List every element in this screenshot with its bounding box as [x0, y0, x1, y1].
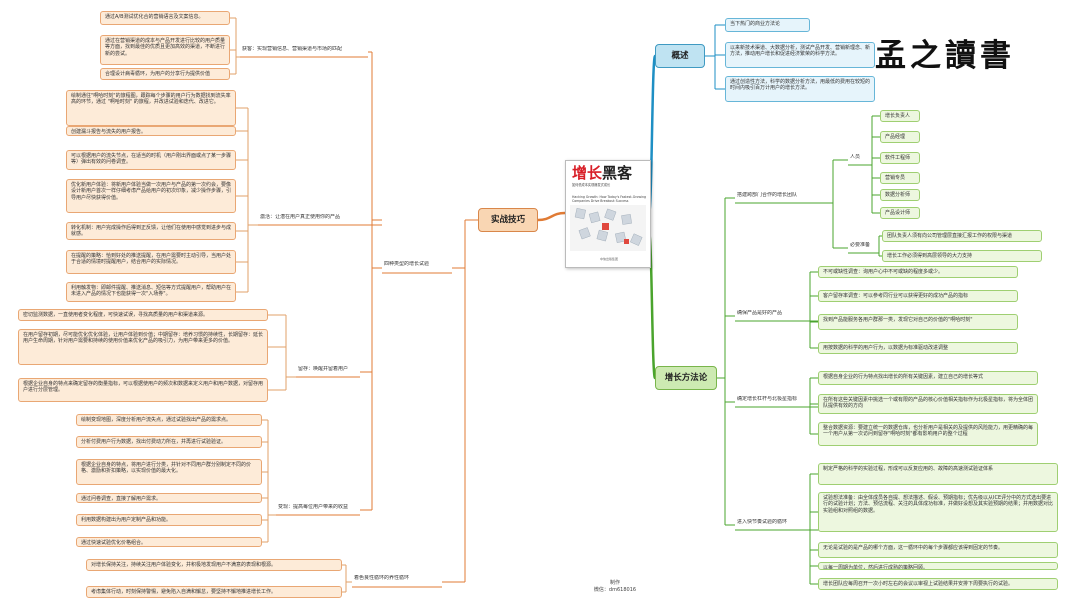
metric-item: 在所有这些关键因素中挑选一个或有限的产品的核心价值相关指标作为北极星指标，将为全… — [818, 394, 1038, 414]
activation-item: 利用触发物：即邮件提醒、推送消息、短信等方式提醒用户，帮助用户在未进入产品的情况… — [66, 282, 236, 302]
person-role: 增长负责人 — [880, 110, 920, 122]
person-role: 软件工程师 — [880, 152, 920, 164]
activation-item: 绘制通往"啊哈时刻"的旅程图，跟踪每个步骤的用户行为数据找到流失率高的环节，通过… — [66, 90, 236, 126]
activation-item: 可以根据用户的流失节点，在适当的时机（用户刚出界面或点了某一步骤等）弹出有效的问… — [66, 150, 236, 170]
overview-item: 通过创造性方法，科学的数据分析方法，用最低的费用在较短的时间内吸引百万计用户的增… — [725, 76, 875, 102]
activation-item: 优化新用户体验：将新用户体验当做一次用户与产品的第一次约会，要像设计新用户首次一… — [66, 179, 236, 213]
prereq-item: 团队负责人须有向公司管理层直接汇报工作的权限与渠道 — [882, 230, 1042, 242]
loop-item: 以每一周期为单位，然后进行成熟的策略回顾。 — [818, 562, 1058, 570]
experiment-loop-branch: 进入快节奏试验的循环 — [737, 519, 788, 525]
product-item: 客户留存率调查：可以参考同行业可以获得更好的成功产品的指标 — [818, 290, 1018, 302]
book-title-black: 黑客 — [602, 164, 633, 182]
growth-method-branch: 增长方法论 — [655, 366, 717, 390]
retention-item: 密切监测数据，一直使用者变化程度，可快速试误，寻找高质量的用户和渠道来源。 — [18, 309, 268, 321]
loop-item: 无论是试验的是产品的哪个方面，这一循环中的每个步骤都应该得到固定的节奏。 — [818, 542, 1058, 558]
activation-item: 在提醒的策略：恰到好处的推送提醒，在用户需要时主动引导，当用户处于合适的情境时提… — [66, 250, 236, 274]
person-role: 数据分析师 — [880, 189, 920, 201]
team-branch: 搭建跨部门合作的增长团队 — [737, 192, 798, 198]
book-cover-image: 增长黑客 如何低成本实现爆发式成长 Hacking Growth: How To… — [565, 160, 651, 268]
prereq-label: 必要准备 — [850, 242, 871, 248]
virtuous-cycle-branch: 着色良性循环的养性循环 — [354, 575, 410, 581]
monetization-item: 通过问卷调查，直接了解用户需求。 — [76, 493, 262, 503]
book-publisher: 中信出版集团 — [600, 257, 619, 261]
tactics-branch: 实战技巧 — [478, 208, 538, 232]
product-branch: 确保产品是好的产品 — [737, 310, 783, 316]
overview-item: 以来新技术渠道、大数据分析，测试产品开发、营销新理念、新方法，推动用户增长和促进… — [725, 42, 875, 68]
overview-item: 当下热门的商业方法论 — [725, 18, 810, 32]
loop-item: 试验想法准备：由全体成员各自提、想法描述、假设、预期指标；优先级以从ICE评分中… — [818, 492, 1058, 532]
book-title: 增长黑客 — [572, 165, 632, 181]
acquisition-item: 通过A/B测试优化合的营销语言及文案信息。 — [100, 11, 230, 25]
credit-text: 制作 微信：dm618016 — [580, 580, 650, 594]
virtuous-cycle-item: 对增长保持关注，持续关注用户体验变化，并积极地发现用户不满意的表现和根源。 — [86, 559, 342, 571]
activation-item: 创建漏斗报告与流失的用户报告。 — [66, 126, 236, 136]
acquisition-branch: 获客：实现营销信息、营销渠道与市场的匹配 — [242, 46, 343, 52]
metric-item: 根据自身企业的行为特点找出增长的所有关键因素，建立自己的增长等式 — [818, 371, 1038, 385]
activation-item: 转化机制：用户完成操作后得到正反馈，让他们在使用中感觉到进步与成就感。 — [66, 222, 236, 240]
loop-item: 制定严格的科学的实验过程，形成可以反复应用的、故障的高速测试验证体系 — [818, 463, 1058, 485]
monetization-item: 分析付费用户行为数据，找出付费动力所在，并再进行试验验证。 — [76, 436, 262, 448]
overview-branch: 概述 — [655, 44, 705, 68]
metric-branch: 确定增长杠杆与北极星指标 — [737, 396, 798, 402]
growth-types-branch: 四种类型的增长试验 — [384, 261, 430, 267]
book-subtitle: 如何低成本实现爆发式成长 — [572, 183, 611, 187]
retention-item: 在用户留存初期，尽可能优化优化体验，让用户体验到价值；中期留存：培养习惯的持续性… — [18, 329, 268, 365]
monetization-item: 通过快速试验优化价格组合。 — [76, 537, 262, 547]
book-english-title: Hacking Growth: How Today's Fastest-Grow… — [572, 195, 646, 203]
prereq-item: 增长工作必须得到高层领导的大力支持 — [882, 250, 1042, 262]
credit-line-2: 微信：dm618016 — [593, 587, 637, 593]
person-role: 产品经理 — [880, 131, 920, 143]
book-title-red: 增长 — [572, 164, 603, 182]
monetization-item: 绘制变现地图，深度分析用户流失点，通过试验找出产品的需求点。 — [76, 414, 262, 426]
branch-line — [537, 211, 566, 222]
person-role: 产品设计师 — [880, 207, 920, 219]
retention-branch: 留存：唤醒并留着用户 — [298, 366, 349, 372]
book-cover-art — [570, 205, 646, 251]
product-item: 找到产品能服务各用户群那一类，发现它对自己的价值的"啊哈时刻" — [818, 314, 1018, 330]
person-role: 营销专员 — [880, 172, 920, 184]
monetization-item: 利用数据构建出为用户定制产品和功能。 — [76, 514, 262, 526]
credit-line-1: 制作 — [609, 580, 620, 586]
activation-branch: 激活：让潜在用户真正使用你的产品 — [260, 214, 341, 220]
acquisition-item: 通过在营销渠道的成本与产品开发进行比较的用户质量等方面，找到最佳的优质且更加高效… — [100, 35, 230, 65]
loop-item: 增长团队应每周召开一次小时左右的会议以审视上试验结果并安排下周要执行的试验。 — [818, 578, 1058, 590]
virtuous-cycle-item: 考虑集体行动，时刻保持警惕，避免陷入自满和懈怠，要坚持不懈地推进增长工作。 — [86, 586, 342, 598]
watermark-text: 孟之讀書 — [875, 38, 1015, 74]
metric-item: 整合数据资源：要建立统一的数据仓库，也分析用户是相关的及提供的风险能力，用更精确… — [818, 422, 1038, 446]
acquisition-item: 合理设计病毒循环，为用户的分享行为提供价值 — [100, 68, 230, 80]
product-item: 用按数据的科学的用户行为，以数据为标准驱动改进调整 — [818, 342, 1018, 354]
product-item: 不可或缺性调查：询用户心中不可或缺的程度多或少。 — [818, 266, 1018, 278]
retention-item: 根据企业自身的特点来确定留存的衡量指标，可以根据使用户的频次和数据来定义用户和用… — [18, 378, 268, 402]
monetization-item: 根据企业自身的特点，将用户进行分类，并针对不同用户群分别制定不同的价格、激励和折… — [76, 459, 262, 485]
monetization-branch: 变现：提高每位用户带来的收益 — [278, 504, 349, 510]
people-label: 人员 — [850, 154, 861, 160]
